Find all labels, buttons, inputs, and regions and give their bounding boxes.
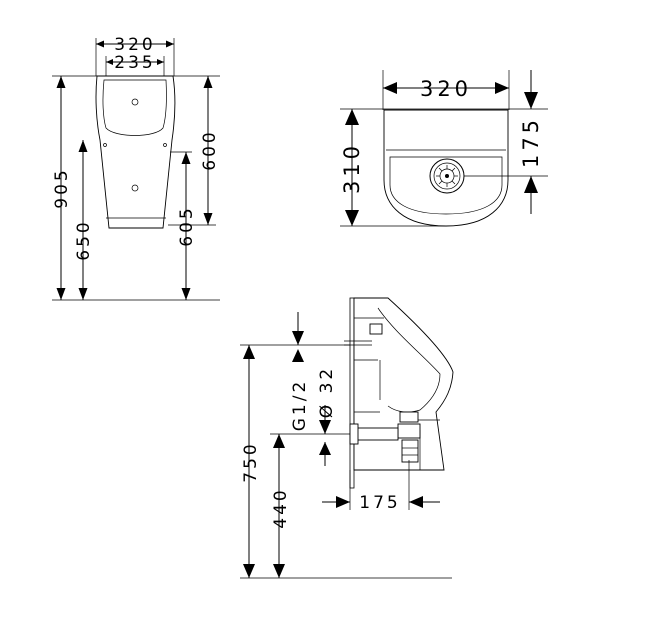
side-view-wall: [349, 297, 355, 489]
top-width-label: 320: [420, 77, 472, 101]
siphon-trap-icon: [349, 411, 421, 463]
top-view: 320 310 175: [340, 70, 548, 227]
front-view-bowl: [102, 79, 167, 136]
front-inlet-height-label: 650: [74, 219, 94, 260]
front-view-outlet-hole: [131, 184, 139, 192]
side-outlet-center-label: 440: [271, 487, 291, 528]
side-projection-label: 175: [359, 493, 400, 513]
front-view-body-outline: [95, 75, 176, 229]
front-view-fixing-hole-left: [103, 143, 107, 147]
side-view: G1/2 Ø 32 750 440 175: [240, 297, 454, 579]
side-thread-label: G1/2: [290, 379, 310, 432]
side-outlet-height-label: 750: [241, 441, 261, 482]
front-inner-width-label: 235: [114, 53, 155, 73]
front-view-spray-hole: [131, 98, 139, 106]
top-outlet-offset-label: 175: [519, 116, 543, 168]
front-view-fixing-hole-right: [163, 143, 167, 147]
front-width-label: 320: [114, 35, 155, 55]
top-view-bowl: [389, 156, 503, 215]
side-diameter-label: Ø 32: [317, 366, 337, 418]
side-view-body-outline: [353, 297, 454, 471]
top-view-outline: [383, 109, 509, 227]
front-right-height-label: 600: [200, 129, 220, 170]
front-lower-height-label: 605: [177, 205, 197, 246]
front-view: 320 235 905 650 600 605: [52, 35, 220, 301]
front-total-height-label: 905: [52, 167, 72, 208]
top-depth-label: 310: [340, 142, 364, 194]
